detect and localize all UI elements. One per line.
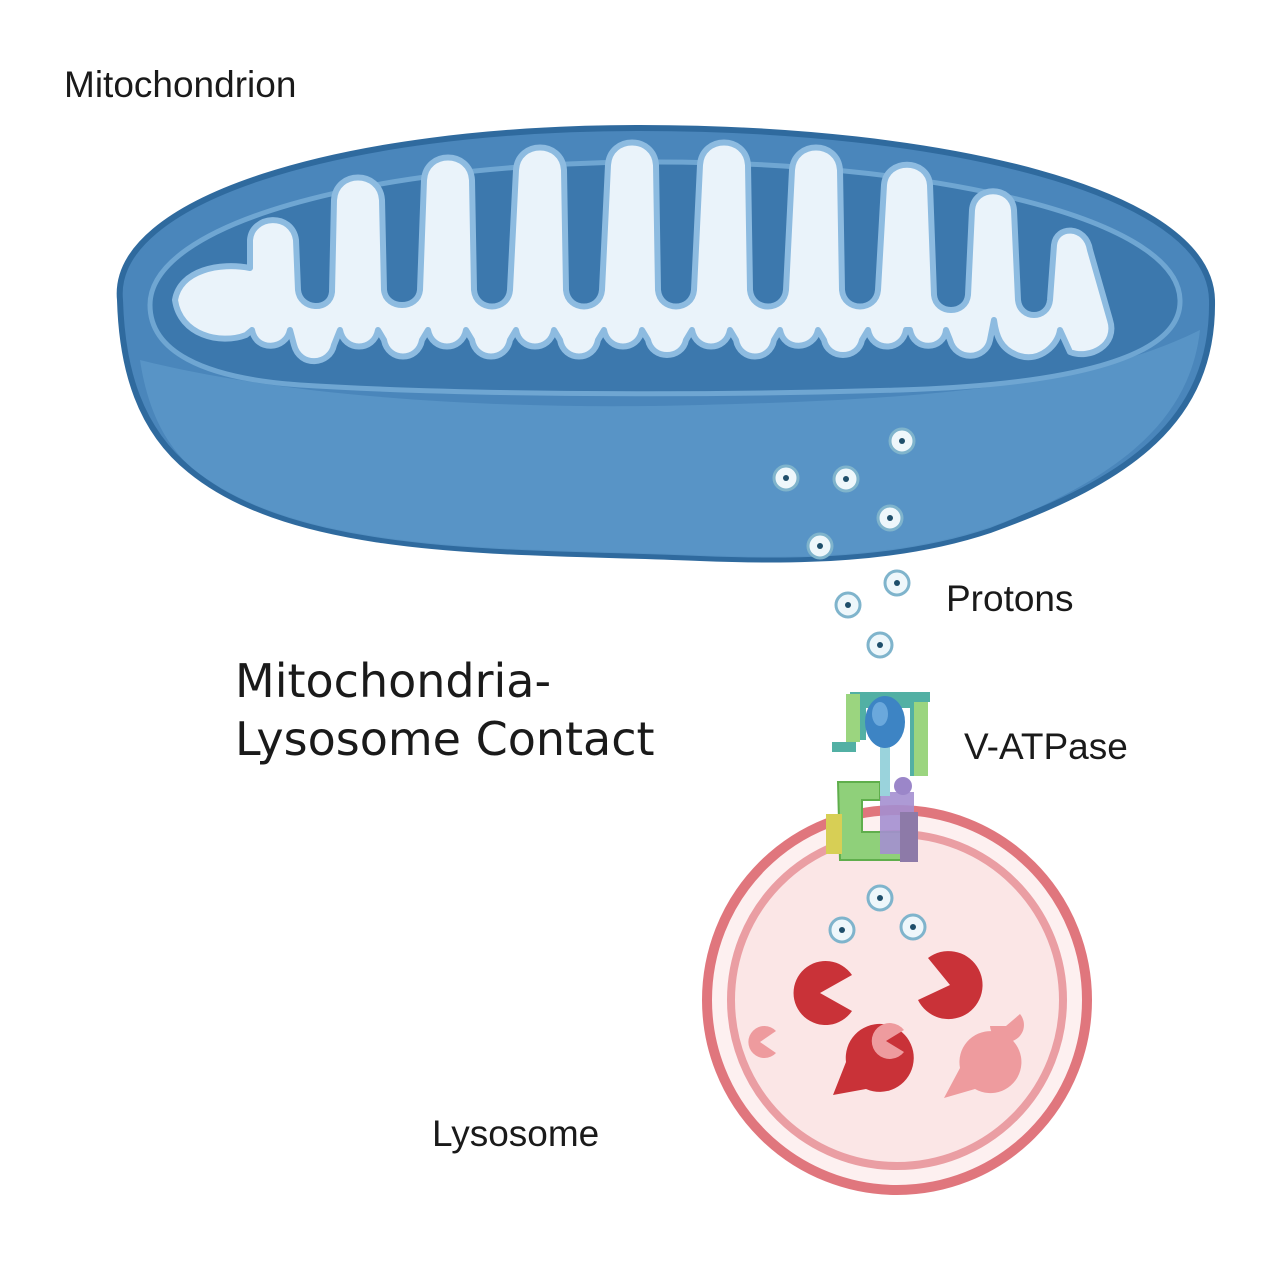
proton — [772, 464, 800, 492]
diagram-title: Mitochondria- Lysosome Contact — [235, 652, 655, 768]
proton — [883, 569, 911, 597]
v-atpase-green-frame-right — [914, 702, 928, 776]
mitochondrion-lower-face — [140, 330, 1200, 558]
v-atpase-label: V-ATPase — [964, 726, 1128, 767]
proton — [866, 884, 894, 912]
proton — [828, 916, 856, 944]
protons-stream — [772, 427, 916, 659]
lysosomal-enzyme — [918, 951, 983, 1020]
proton — [876, 504, 904, 532]
lysosome — [702, 805, 1092, 1195]
lysosomal-enzyme — [793, 960, 852, 1025]
proton — [834, 591, 862, 619]
v-atpase-stalk — [880, 742, 890, 796]
v-atpase-yellow-subunit — [826, 814, 842, 854]
protons-label: Protons — [946, 578, 1074, 619]
lysosomal-enzyme-light — [944, 1031, 1022, 1098]
v-atpase-green-frame — [846, 694, 860, 742]
proton — [832, 465, 860, 493]
lysosomal-enzyme — [833, 1023, 914, 1095]
lysosome-label: Lysosome — [432, 1113, 600, 1154]
v-atpase-purple-joint — [894, 777, 912, 795]
proton — [806, 532, 834, 560]
mitochondrion-cristae — [172, 139, 1115, 365]
lysosomal-enzyme-light — [748, 1026, 776, 1058]
mitochondrion-label: Mitochondrion — [64, 64, 297, 105]
lysosome-inner-membrane — [727, 830, 1067, 1170]
diagram-title-line-2: Lysosome Contact — [235, 712, 655, 766]
lysosomal-enzyme-light — [871, 1023, 904, 1059]
v-atpase-complex — [826, 692, 930, 862]
v-atpase-v1-highlight — [872, 702, 888, 726]
diagram-title-line-1: Mitochondria- — [235, 654, 552, 708]
proton — [899, 913, 927, 941]
proton — [866, 631, 894, 659]
v-atpase-gray-subunit — [900, 812, 918, 862]
proton — [888, 427, 916, 455]
mitochondrion — [116, 124, 1216, 563]
